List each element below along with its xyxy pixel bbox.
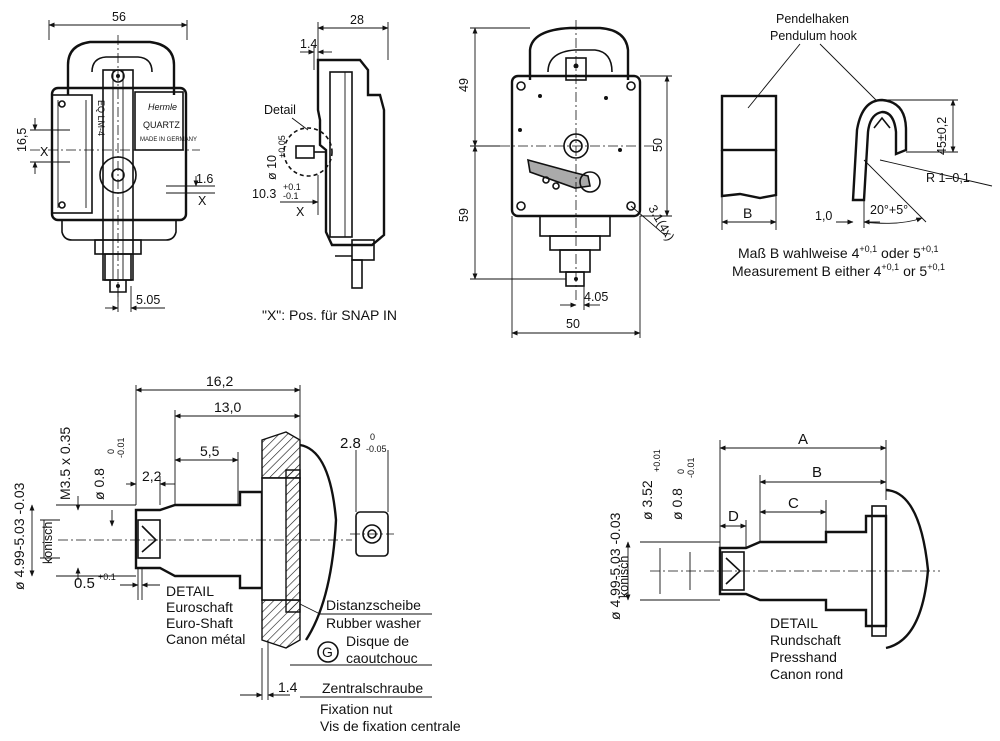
- dim-dia-10: ø 10: [265, 155, 279, 180]
- front-view: 56 Hermle QUARTZ MADE IN GERMANY EQ LM-4: [15, 10, 215, 312]
- dim-depth-28: 28: [350, 13, 364, 27]
- model-text: EQ LM-4: [96, 100, 106, 136]
- round-detail-de: Rundschaft: [770, 632, 841, 648]
- hermle-logo: Hermle: [148, 102, 177, 112]
- dim-50-horizontal: 50: [566, 317, 580, 331]
- euro-dia-main: ø 4.99-5.03 -0.03: [11, 482, 27, 590]
- x-mark-left: X: [40, 145, 49, 159]
- x-mark-side: X: [296, 205, 305, 219]
- euro-detail-de: Euroschaft: [166, 599, 233, 615]
- dim-d: D: [728, 508, 739, 525]
- round-dia-main: ø 4.99-5.03 -0.03: [607, 512, 623, 620]
- euro-dim-2-8: 2.8: [340, 435, 361, 452]
- hook-note-en: Measurement B either 4+0,1 or 5+0,1: [732, 262, 945, 279]
- euro-detail-fr: Canon métal: [166, 631, 245, 647]
- brand-quartz: QUARTZ: [143, 120, 180, 130]
- euro-thread: M3.5 x 0.35: [57, 427, 73, 500]
- euro-tol-2-8-up: 0: [370, 432, 375, 442]
- snap-in-caption: "X": Pos. für SNAP IN: [262, 307, 397, 323]
- euro-detail-title: DETAIL: [166, 583, 214, 599]
- washer-fr-1: Disque de: [346, 633, 409, 649]
- detail-label: Detail: [264, 103, 296, 117]
- nut-fr: Vis de fixation centrale: [320, 718, 461, 734]
- euro-dim-1-4: 1.4: [278, 679, 298, 695]
- euro-shaft-detail: 16,2 13,0 5,5 2,2 ø 4.99-5.03 -0.03 M3.5…: [11, 373, 461, 734]
- made-in-germany: MADE IN GERMANY: [140, 137, 197, 143]
- hook-height: 45±0,2: [935, 117, 949, 155]
- euro-tol-0-5: +0.1: [98, 572, 116, 582]
- dim-10-3: 10.3: [252, 187, 276, 201]
- hook-dim-1-0: 1,0: [815, 209, 832, 223]
- round-detail-fr: Canon rond: [770, 666, 843, 682]
- dim-13-0: 13,0: [214, 399, 241, 415]
- dim-1-6: 1.6: [196, 172, 213, 186]
- hook-angle: 20°+5°: [870, 203, 908, 217]
- hook-title-de: Pendelhaken: [776, 12, 849, 26]
- dim-a: A: [798, 431, 808, 448]
- dim-59: 59: [457, 208, 471, 222]
- round-dia-08: ø 0.8: [669, 488, 685, 520]
- round-tol-352: +0.01: [652, 449, 662, 472]
- dim-1-4: 1.4: [300, 37, 317, 51]
- round-detail-de2: Presshand: [770, 649, 837, 665]
- euro-conical: konisch: [41, 522, 55, 564]
- pendulum-hook: Pendelhaken Pendulum hook B 45±0,2 R 1–0…: [720, 12, 993, 279]
- dim-16-5: 16,5: [15, 128, 29, 152]
- washer-fr-2: caoutchouc: [346, 650, 418, 666]
- dim-5-05: 5.05: [136, 293, 160, 307]
- round-conical: konisch: [617, 556, 631, 598]
- euro-tol-08-up: 0: [106, 449, 116, 454]
- hook-b-label: B: [743, 205, 752, 221]
- washer-de: Distanzscheibe: [326, 597, 421, 613]
- round-tol-08-up: 0: [676, 469, 686, 474]
- round-shaft-detail: A B C D ø 4.99-5.03 -0.03 ø 3.52 +0.01 ø…: [607, 431, 940, 682]
- dim-width-56: 56: [112, 10, 126, 24]
- dim-4-05: 4.05: [584, 290, 608, 304]
- dim-16-2: 16,2: [206, 373, 233, 389]
- dim-49: 49: [457, 78, 471, 92]
- dim-c: C: [788, 495, 799, 512]
- dim-50-vertical: 50: [651, 138, 665, 152]
- hook-note-de: Maß B wahlweise 4+0,1 oder 5+0,1: [738, 244, 939, 261]
- dim-2-2: 2,2: [142, 468, 162, 484]
- nut-de: Zentralschraube: [322, 680, 423, 696]
- euro-detail-en: Euro-Shaft: [166, 615, 233, 631]
- tol-10-3-up: +0.1: [283, 182, 301, 192]
- side-view: 28 1.4 Detail ø 10 +0,05 10.3 +0.1 -0.1 …: [252, 13, 397, 323]
- tol-dia-10: +0,05: [277, 135, 287, 158]
- round-dia-352: ø 3.52: [639, 480, 655, 520]
- euro-tol-08-lo: -0.01: [116, 437, 126, 458]
- hook-radius: R 1–0,1: [926, 171, 970, 185]
- dim-5-5: 5,5: [200, 443, 220, 459]
- euro-dia-08: ø 0.8: [91, 468, 107, 500]
- g-mark: G: [322, 644, 333, 660]
- rear-view: 49 59 50 3.1(4x) 4.05 50: [457, 20, 677, 338]
- euro-dim-0-5: 0.5: [74, 575, 95, 592]
- round-tol-08-lo: -0.01: [686, 457, 696, 478]
- x-mark-right: X: [198, 194, 207, 208]
- dim-b: B: [812, 464, 822, 481]
- tol-10-3-lo: -0.1: [283, 191, 299, 201]
- hook-title-en: Pendulum hook: [770, 29, 858, 43]
- round-detail-title: DETAIL: [770, 615, 818, 631]
- washer-en: Rubber washer: [326, 615, 421, 631]
- euro-tol-2-8-lo: -0.05: [366, 444, 387, 454]
- nut-en: Fixation nut: [320, 701, 392, 717]
